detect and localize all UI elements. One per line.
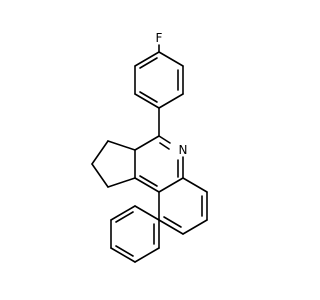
molecule-canvas: F N [91, 31, 208, 263]
bond [91, 140, 109, 165]
bond-lines [91, 44, 208, 263]
bond [134, 205, 160, 221]
bond [158, 93, 184, 109]
bond [134, 93, 160, 109]
bond [158, 177, 184, 193]
bond [158, 51, 184, 67]
bond [163, 216, 182, 228]
fluorine-atom-label: F [156, 31, 163, 45]
bond [91, 163, 109, 188]
bond [110, 247, 136, 263]
bond [115, 211, 134, 223]
bond [107, 177, 136, 188]
bond [134, 177, 160, 193]
bond [158, 219, 184, 235]
bond [139, 91, 158, 103]
nitrogen-atom-label: N [179, 143, 188, 157]
bond [182, 219, 208, 235]
bond [182, 177, 208, 193]
bond [110, 205, 136, 221]
bond [134, 135, 160, 151]
bond [159, 142, 170, 150]
bond [139, 57, 158, 69]
molecule-structure: F N [91, 31, 208, 263]
bond [139, 175, 158, 187]
bond [158, 135, 171, 144]
bond [107, 140, 136, 151]
bond [134, 247, 160, 263]
atom-labels: F N [156, 31, 188, 157]
bond [115, 245, 134, 257]
bond [134, 51, 160, 67]
